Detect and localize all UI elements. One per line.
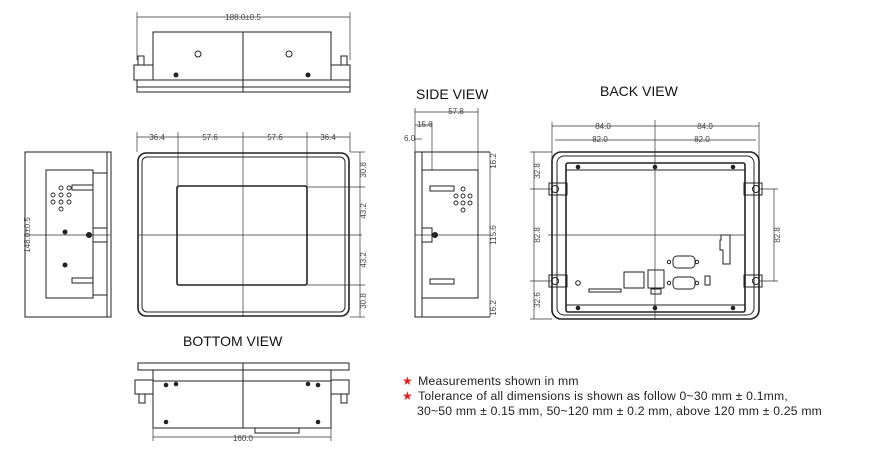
bottom-width-label: 160.0 [233,434,254,443]
back-outer-label: 84.0 [697,122,713,131]
note-text: Measurements shown in mm [418,374,579,388]
side-front-label: 6.0 [404,134,416,143]
front-width-label: 36.4 [149,133,165,142]
side-view-title: SIDE VIEW [416,86,489,102]
front-width-label: 36.4 [320,133,336,142]
back-left-label: 32.8 [533,163,542,179]
front-height-label: 43.2 [359,203,368,219]
side-bezel-label: 15.6 [417,120,433,129]
back-inner-label: 82.0 [694,135,710,144]
note-text: Tolerance of all dimensions is shown as … [418,389,788,403]
note-text: 30~50 mm ± 0.15 mm, 50~120 mm ± 0.2 mm, … [417,404,823,418]
note-tolerance: ★ Tolerance of all dimensions is shown as… [402,389,822,404]
back-left-label: 82.8 [533,227,542,243]
notes: ★ Measurements shown in mm ★ Tolerance of … [402,374,822,419]
front-width-label: 57.6 [202,133,218,142]
side-view: 57.8 15.6 6.0 16.2 115.6 16.2 [404,107,498,318]
side-height-label: 16.2 [489,300,498,316]
front-height-label: 43.2 [359,252,368,268]
front-width-label: 57.6 [267,133,283,142]
side-height-label: 16.2 [489,153,498,169]
left-view: 148.0±0.5 [23,151,112,318]
star-icon: ★ [402,389,414,403]
front-height-label: 30.8 [359,162,368,178]
left-height-label: 148.0±0.5 [23,217,32,253]
back-outer-label: 84.0 [595,122,611,131]
back-left-label: 32.6 [533,292,542,308]
bottom-view: 160.0 [134,362,350,443]
back-inner-label: 82.0 [592,135,608,144]
top-width-label: 188.0±0.5 [225,13,261,22]
star-icon: ★ [402,374,414,388]
bottom-view-title: BOTTOM VIEW [183,333,283,349]
back-view-title: BACK VIEW [600,83,679,99]
note-measurements: ★ Measurements shown in mm [402,374,822,389]
side-depth-label: 57.8 [448,107,464,116]
back-right-label: 82.8 [773,227,782,243]
side-height-label: 115.6 [489,225,498,245]
back-view: 84.0 84.0 82.0 82.0 32.8 82.8 32.6 82.8 [530,120,782,320]
front-height-label: 30.8 [359,293,368,309]
front-view: 36.4 57.6 57.6 36.4 30.8 43.2 43.2 30.8 [136,132,368,318]
top-view: 188.0±0.5 [133,12,351,93]
